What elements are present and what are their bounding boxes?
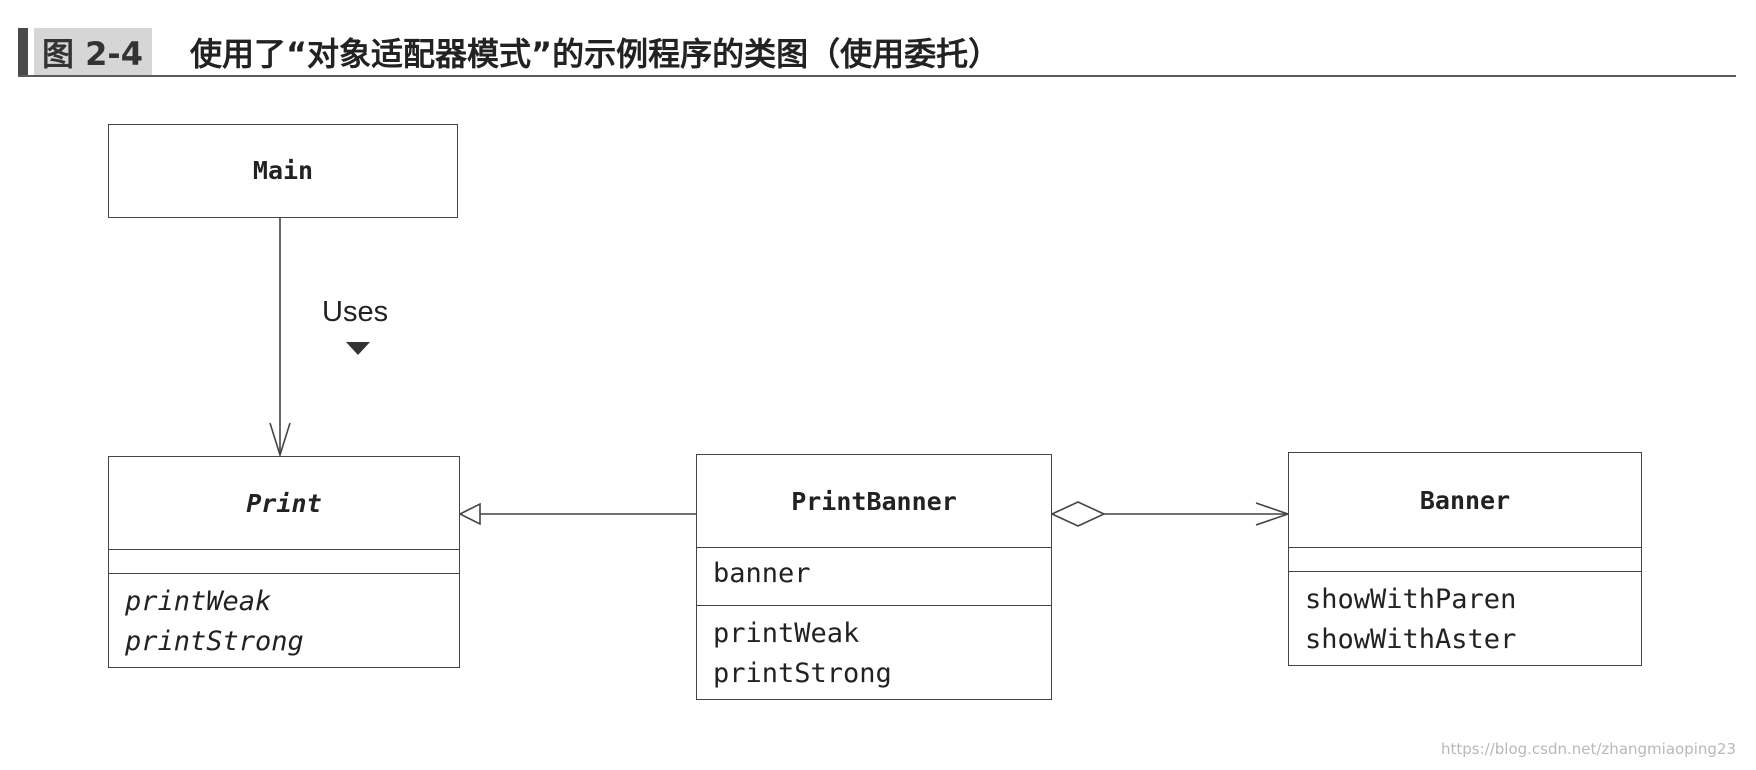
class-print-methods: printWeak printStrong	[109, 573, 459, 662]
class-print: Print printWeak printStrong	[108, 456, 460, 668]
header-accent-bar	[18, 28, 28, 75]
field-banner: banner	[713, 558, 811, 589]
class-banner-name: Banner	[1419, 485, 1511, 515]
inheritance-triangle	[458, 502, 481, 526]
class-banner-fields	[1289, 547, 1641, 571]
uses-label: Uses	[322, 296, 389, 328]
method-show-with-paren: showWithParen	[1305, 584, 1517, 615]
class-print-banner-methods: printWeak printStrong	[697, 605, 1051, 694]
figure-title: 使用了“对象适配器模式”的示例程序的类图（使用委托）	[190, 34, 1001, 73]
figure-label: 图 2-4	[34, 28, 152, 75]
class-banner-methods: showWithParen showWithAster	[1289, 571, 1641, 660]
class-print-banner: PrintBanner banner printWeak printStrong	[696, 454, 1052, 700]
title-rule	[18, 75, 1736, 77]
class-main: Main	[108, 124, 458, 218]
method-show-with-aster: showWithAster	[1305, 624, 1517, 655]
class-main-name: Main	[252, 156, 314, 185]
method-print-strong: printStrong	[125, 626, 304, 657]
class-print-name: Print	[246, 488, 322, 518]
uses-arrowhead	[269, 422, 291, 458]
watermark: https://blog.csdn.net/zhangmiaoping23	[1440, 740, 1736, 758]
method-print-weak: printWeak	[125, 586, 272, 617]
class-print-banner-fields: banner	[697, 547, 1051, 605]
class-print-fields	[109, 549, 459, 573]
class-banner: Banner showWithParen showWithAster	[1288, 452, 1642, 666]
method-print-weak: printWeak	[713, 618, 860, 649]
aggregation-diamond	[1050, 501, 1106, 527]
uses-direction-triangle-icon	[346, 342, 370, 355]
method-print-strong: printStrong	[713, 658, 892, 689]
class-print-banner-name: PrintBanner	[791, 486, 957, 516]
